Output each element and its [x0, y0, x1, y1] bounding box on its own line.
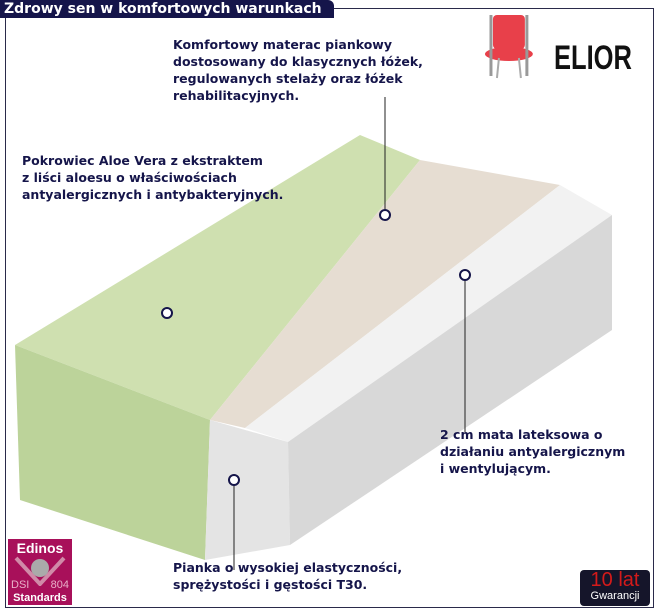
- marker-cover: [161, 307, 173, 319]
- warranty-badge: 10 lat Gwarancji: [580, 570, 650, 606]
- marker-foam: [228, 474, 240, 486]
- foam-top: [245, 185, 612, 442]
- marker-latex: [459, 269, 471, 281]
- chair-icon: [484, 15, 533, 79]
- edinos-badge: Edinos DSI 804 Standards: [8, 539, 72, 605]
- foam-side: [288, 215, 612, 545]
- header-title: Zdrowy sen w komfortowych warunkach: [0, 0, 334, 18]
- cover-top: [15, 135, 420, 420]
- foam-front: [205, 420, 290, 560]
- cover-front: [15, 345, 210, 560]
- marker-top: [379, 209, 391, 221]
- callout-foam: Pianka o wysokiej elastyczności,sprężyst…: [173, 560, 403, 592]
- latex-top: [210, 160, 560, 428]
